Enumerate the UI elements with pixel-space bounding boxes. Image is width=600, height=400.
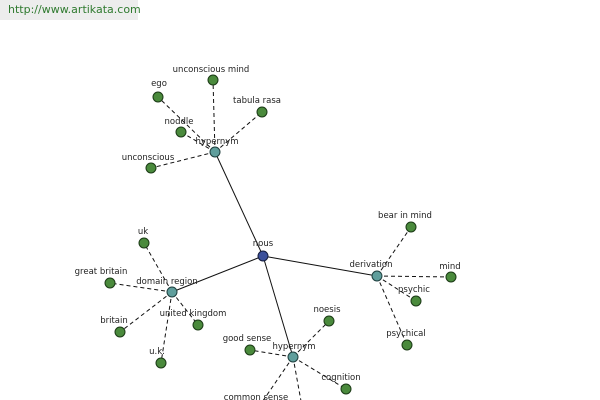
node-label[interactable]: common sense (224, 393, 288, 400)
edge-dom-ukd (171, 291, 199, 326)
edge-der-mind (376, 275, 452, 278)
node-gb[interactable]: great britain (75, 267, 128, 289)
node-dom[interactable]: domain region (136, 277, 198, 298)
source-url[interactable]: http://www.artikata.com (0, 0, 141, 20)
leaf-node-marker[interactable] (256, 106, 268, 118)
node-label[interactable]: noddle (165, 117, 194, 127)
node-psychic[interactable]: psychic (398, 285, 430, 307)
node-label[interactable]: domain region (136, 277, 197, 287)
graph-edges (109, 79, 452, 400)
edge-dom-gb (109, 282, 173, 293)
node-cognition[interactable]: cognition (321, 373, 361, 395)
node-goodsense[interactable]: good sense (223, 334, 272, 356)
edge-hyp2-noesis (292, 320, 330, 358)
node-label[interactable]: hypernym (195, 137, 238, 147)
node-tabula[interactable]: tabula rasa (233, 96, 281, 118)
node-label[interactable]: derivation (349, 260, 392, 270)
node-ukdot[interactable]: u.k. (149, 347, 167, 369)
node-hyp1[interactable]: hypernym (195, 137, 239, 158)
node-der[interactable]: derivation (349, 260, 393, 282)
node-label[interactable]: cognition (321, 373, 360, 383)
node-label[interactable]: tabula rasa (233, 96, 281, 106)
hub-node-marker[interactable] (166, 286, 178, 298)
node-label[interactable]: united kingdom (160, 309, 227, 319)
node-umind[interactable]: unconscious mind (173, 65, 250, 86)
edge-nous-hyp2 (262, 255, 294, 358)
edge-hyp1-umind (212, 79, 216, 153)
node-uncon[interactable]: unconscious (122, 153, 175, 174)
edge-hyp1-uncon (150, 151, 216, 169)
node-label[interactable]: nous (253, 239, 274, 249)
node-psychical[interactable]: psychical (386, 329, 426, 351)
node-label[interactable]: great britain (75, 267, 128, 277)
leaf-node-marker[interactable] (445, 271, 457, 283)
edge-nous-hyp1 (214, 151, 264, 257)
edge-der-psychic (376, 275, 417, 302)
leaf-node-marker[interactable] (405, 221, 417, 233)
leaf-node-marker[interactable] (152, 91, 164, 103)
node-ego[interactable]: ego (151, 79, 167, 103)
hub-node-marker[interactable] (209, 146, 221, 158)
node-bear[interactable]: bear in mind (378, 211, 432, 233)
leaf-node-marker[interactable] (175, 126, 187, 138)
node-noesis[interactable]: noesis (313, 305, 341, 327)
node-label[interactable]: noesis (313, 305, 341, 315)
node-label[interactable]: psychic (398, 285, 430, 295)
node-mind[interactable]: mind (439, 262, 461, 283)
leaf-node-marker[interactable] (104, 277, 116, 289)
leaf-node-marker[interactable] (145, 162, 157, 174)
hub-node-marker[interactable] (371, 270, 383, 282)
edge-nous-dom (171, 255, 264, 293)
hub-node-marker[interactable] (287, 351, 299, 363)
leaf-node-marker[interactable] (340, 383, 352, 395)
node-label[interactable]: good sense (223, 334, 272, 344)
leaf-node-marker[interactable] (192, 319, 204, 331)
node-label[interactable]: hypernym (272, 342, 315, 352)
node-label[interactable]: bear in mind (378, 211, 432, 221)
node-label[interactable]: unconscious mind (173, 65, 250, 75)
node-label[interactable]: britain (100, 316, 128, 326)
edge-der-bear (376, 226, 412, 277)
graph-nodes: nous hypernym ego unconscious mind tabula ra… (75, 65, 461, 400)
node-label[interactable]: uk (138, 227, 148, 237)
leaf-node-marker[interactable] (138, 237, 150, 249)
node-uk[interactable]: uk (138, 227, 150, 249)
node-nous[interactable]: nous (253, 239, 274, 262)
leaf-node-marker[interactable] (155, 357, 167, 369)
edge-dom-ukdot (160, 291, 173, 364)
edge-hyp2-goodsense (249, 349, 294, 358)
edge-nous-der (262, 255, 378, 277)
node-common[interactable]: common sense (224, 393, 288, 400)
edge-dom-uk (143, 242, 173, 293)
leaf-node-marker[interactable] (207, 74, 219, 86)
leaf-node-marker[interactable] (401, 339, 413, 351)
edge-hyp2-offscreen (292, 356, 302, 400)
node-hyp2[interactable]: hypernym (272, 342, 316, 363)
leaf-node-marker[interactable] (323, 315, 335, 327)
node-noddle[interactable]: noddle (165, 117, 194, 138)
edge-der-psychical (376, 275, 408, 346)
leaf-node-marker[interactable] (114, 326, 126, 338)
node-label[interactable]: unconscious (122, 153, 175, 163)
edge-hyp1-tabula (214, 111, 263, 153)
leaf-node-marker[interactable] (244, 344, 256, 356)
node-label[interactable]: mind (439, 262, 460, 272)
node-britain[interactable]: britain (100, 316, 128, 338)
edge-hyp2-cognition (292, 356, 347, 390)
edge-hyp1-ego (157, 96, 216, 153)
node-label[interactable]: psychical (386, 329, 426, 339)
leaf-node-marker[interactable] (410, 295, 422, 307)
node-label[interactable]: u.k. (149, 347, 165, 357)
node-ukd[interactable]: united kingdom (160, 309, 227, 331)
center-node-marker[interactable] (257, 250, 269, 262)
node-label[interactable]: ego (151, 79, 167, 89)
edge-dom-britain (119, 291, 173, 333)
